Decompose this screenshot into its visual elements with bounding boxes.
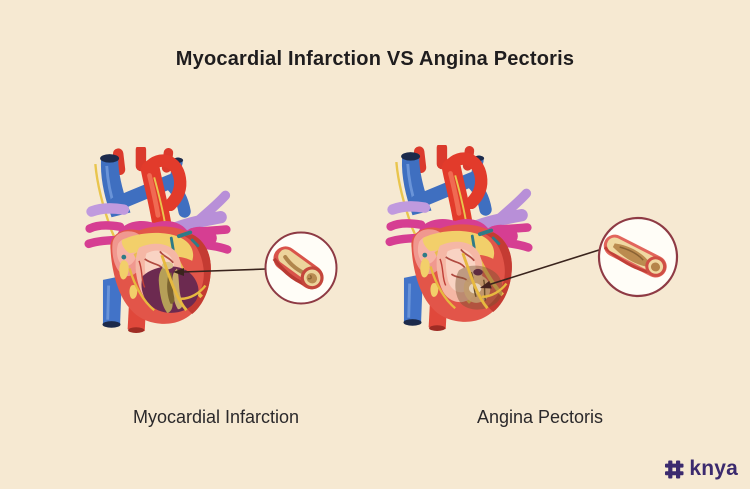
heart-illustration-myocardial-infarction	[82, 147, 234, 333]
ischemic-tissue	[455, 265, 503, 310]
callout-arrow-right	[480, 249, 600, 289]
page-title: Myocardial Infarction VS Angina Pectoris	[175, 48, 575, 70]
label-angina-pectoris: Angina Pectoris	[476, 407, 604, 427]
narrowed-artery-cross-section	[603, 234, 667, 278]
brand-logo-text: knya	[689, 457, 738, 480]
callout-arrow-left	[173, 268, 267, 276]
label-myocardial-infarction: Myocardial Infarction	[132, 407, 300, 427]
artery-callout-blocked	[264, 231, 338, 305]
brand-logo: knya	[665, 457, 738, 481]
infarcted-tissue	[141, 261, 199, 314]
heart-illustration-angina-pectoris	[383, 145, 535, 331]
artery-callout-narrowed	[597, 216, 679, 298]
hash-icon	[665, 460, 684, 478]
blocked-artery-cross-section	[272, 246, 324, 290]
